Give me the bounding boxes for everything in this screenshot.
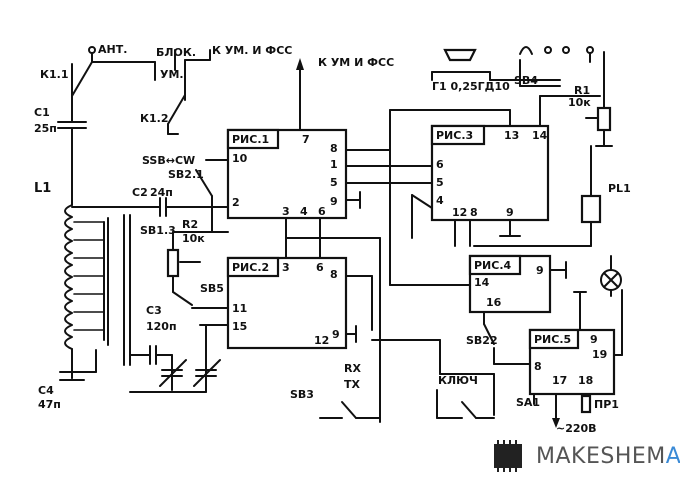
b3-pin4: 4 — [436, 194, 444, 207]
label-sa1: SA1 — [516, 396, 540, 409]
block-ris2: РИС.2 3 6 8 11 15 9 12 — [226, 217, 381, 350]
label-r1-val: 10к — [568, 96, 591, 109]
r2-sb5 — [166, 231, 229, 351]
label-tx: TX — [344, 378, 361, 391]
label-blok: БЛОК. — [156, 46, 196, 59]
coil-l1 — [59, 197, 229, 393]
b1-pin3: 3 — [282, 205, 290, 218]
label-k-um-fss-2: К УМ И ФСС — [318, 56, 394, 69]
b1-pin1: 1 — [330, 158, 338, 171]
label-c4-val: 47п — [38, 398, 61, 411]
label-k11: К1.1 — [40, 68, 68, 81]
label-c3: C3 — [146, 304, 162, 317]
label-klyuch: КЛЮЧ — [438, 374, 478, 387]
label-c2: C2 — [132, 186, 148, 199]
label-sb22: SB22 — [466, 334, 498, 347]
label-ant: АНТ. — [98, 43, 127, 56]
label-l1: L1 — [34, 181, 51, 196]
label-c1: C1 — [34, 106, 50, 119]
block4-title: РИС.4 — [474, 259, 512, 272]
logo-accent-text: A — [665, 444, 680, 469]
logo-main-text: MAKESHEM — [536, 444, 666, 469]
b4-pin16: 16 — [486, 296, 502, 309]
b1-pin7: 7 — [302, 133, 310, 146]
b2-pin3: 3 — [282, 261, 290, 274]
b1-pin4: 4 — [300, 205, 308, 218]
b1-pin6: 6 — [318, 205, 326, 218]
label-r2: R2 — [182, 218, 198, 231]
label-r2-val: 10к — [182, 232, 205, 245]
label-c3-val: 120п — [146, 320, 177, 333]
block5-title: РИС.5 — [534, 333, 571, 346]
block1-title: РИС.1 — [232, 133, 269, 146]
label-pl1: PL1 — [608, 182, 631, 195]
label-rx: RX — [344, 362, 361, 375]
block-ris1: РИС.1 7 8 1 5 9 10 2 3 4 6 — [195, 58, 361, 233]
b3-pin9: 9 — [506, 206, 514, 219]
label-k12: К1.2 — [140, 112, 168, 125]
b2-pin6: 6 — [316, 261, 324, 274]
label-sb5: SB5 — [200, 282, 224, 295]
b2-pin8: 8 — [330, 268, 338, 281]
b2-pin15: 15 — [232, 320, 247, 333]
makeshema-logo — [494, 440, 522, 472]
label-pr1: ПР1 — [594, 398, 619, 411]
lamp-pl1 — [473, 145, 622, 297]
b1-pin8: 8 — [330, 142, 338, 155]
label-g1: Г1 0,25ГД10 — [432, 80, 510, 93]
b3-pin6: 6 — [436, 158, 444, 171]
b3-pin12: 12 — [452, 206, 467, 219]
b3-pin14: 14 — [532, 129, 548, 142]
block2-title: РИС.2 — [232, 261, 269, 274]
label-sb4: SB4 — [514, 74, 538, 87]
label-um: УМ. — [160, 68, 184, 81]
switches-bottom — [319, 237, 535, 423]
labels: АНТ. БЛОК. УМ. К УМ. И ФСС К УМ И ФСС К1… — [34, 43, 631, 435]
b1-pin9: 9 — [330, 195, 338, 208]
b2-pin12: 12 — [314, 334, 329, 347]
chip-icon — [494, 444, 522, 468]
b2-pin9: 9 — [332, 328, 340, 341]
label-k-um-fss-1: К УМ. И ФСС — [212, 44, 292, 57]
b1-pin5: 5 — [330, 176, 338, 189]
label-220v: ~220В — [556, 422, 597, 435]
b3-pin5: 5 — [436, 176, 444, 189]
label-ssb-cw: SSB↔CW — [142, 154, 195, 167]
label-r1: R1 — [574, 84, 590, 97]
b5-pin9: 9 — [590, 333, 598, 346]
block-ris5: РИС.5 9 8 19 17 18 — [493, 289, 623, 428]
b5-pin18: 18 — [578, 374, 593, 387]
block-ris3: РИС.3 13 14 6 5 4 12 8 9 — [345, 109, 550, 286]
antenna-relay-section — [57, 46, 211, 206]
label-c1-val: 25п — [34, 122, 57, 135]
label-sb21: SB2.1 — [168, 168, 204, 181]
label-sb13: SB1.3 — [140, 224, 176, 237]
block-ris4: РИС.4 9 14 16 — [389, 254, 567, 345]
b5-pin17: 17 — [552, 374, 567, 387]
b5-pin8: 8 — [534, 360, 542, 373]
b4-pin14: 14 — [474, 276, 490, 289]
b1-pin2: 2 — [232, 196, 240, 209]
logo-wordmark: MAKESHEMA — [536, 444, 680, 469]
b4-pin9: 9 — [536, 264, 544, 277]
label-sb3: SB3 — [290, 388, 314, 401]
b2-pin11: 11 — [232, 302, 247, 315]
b5-pin19: 19 — [592, 348, 607, 361]
b3-pin8: 8 — [470, 206, 478, 219]
block3-title: РИС.3 — [436, 129, 473, 142]
label-c2-val: 24п — [150, 186, 173, 199]
b3-pin13: 13 — [504, 129, 519, 142]
speaker-headphone-r1 — [431, 46, 613, 147]
label-c4: C4 — [38, 384, 54, 397]
b1-pin10: 10 — [232, 152, 248, 165]
